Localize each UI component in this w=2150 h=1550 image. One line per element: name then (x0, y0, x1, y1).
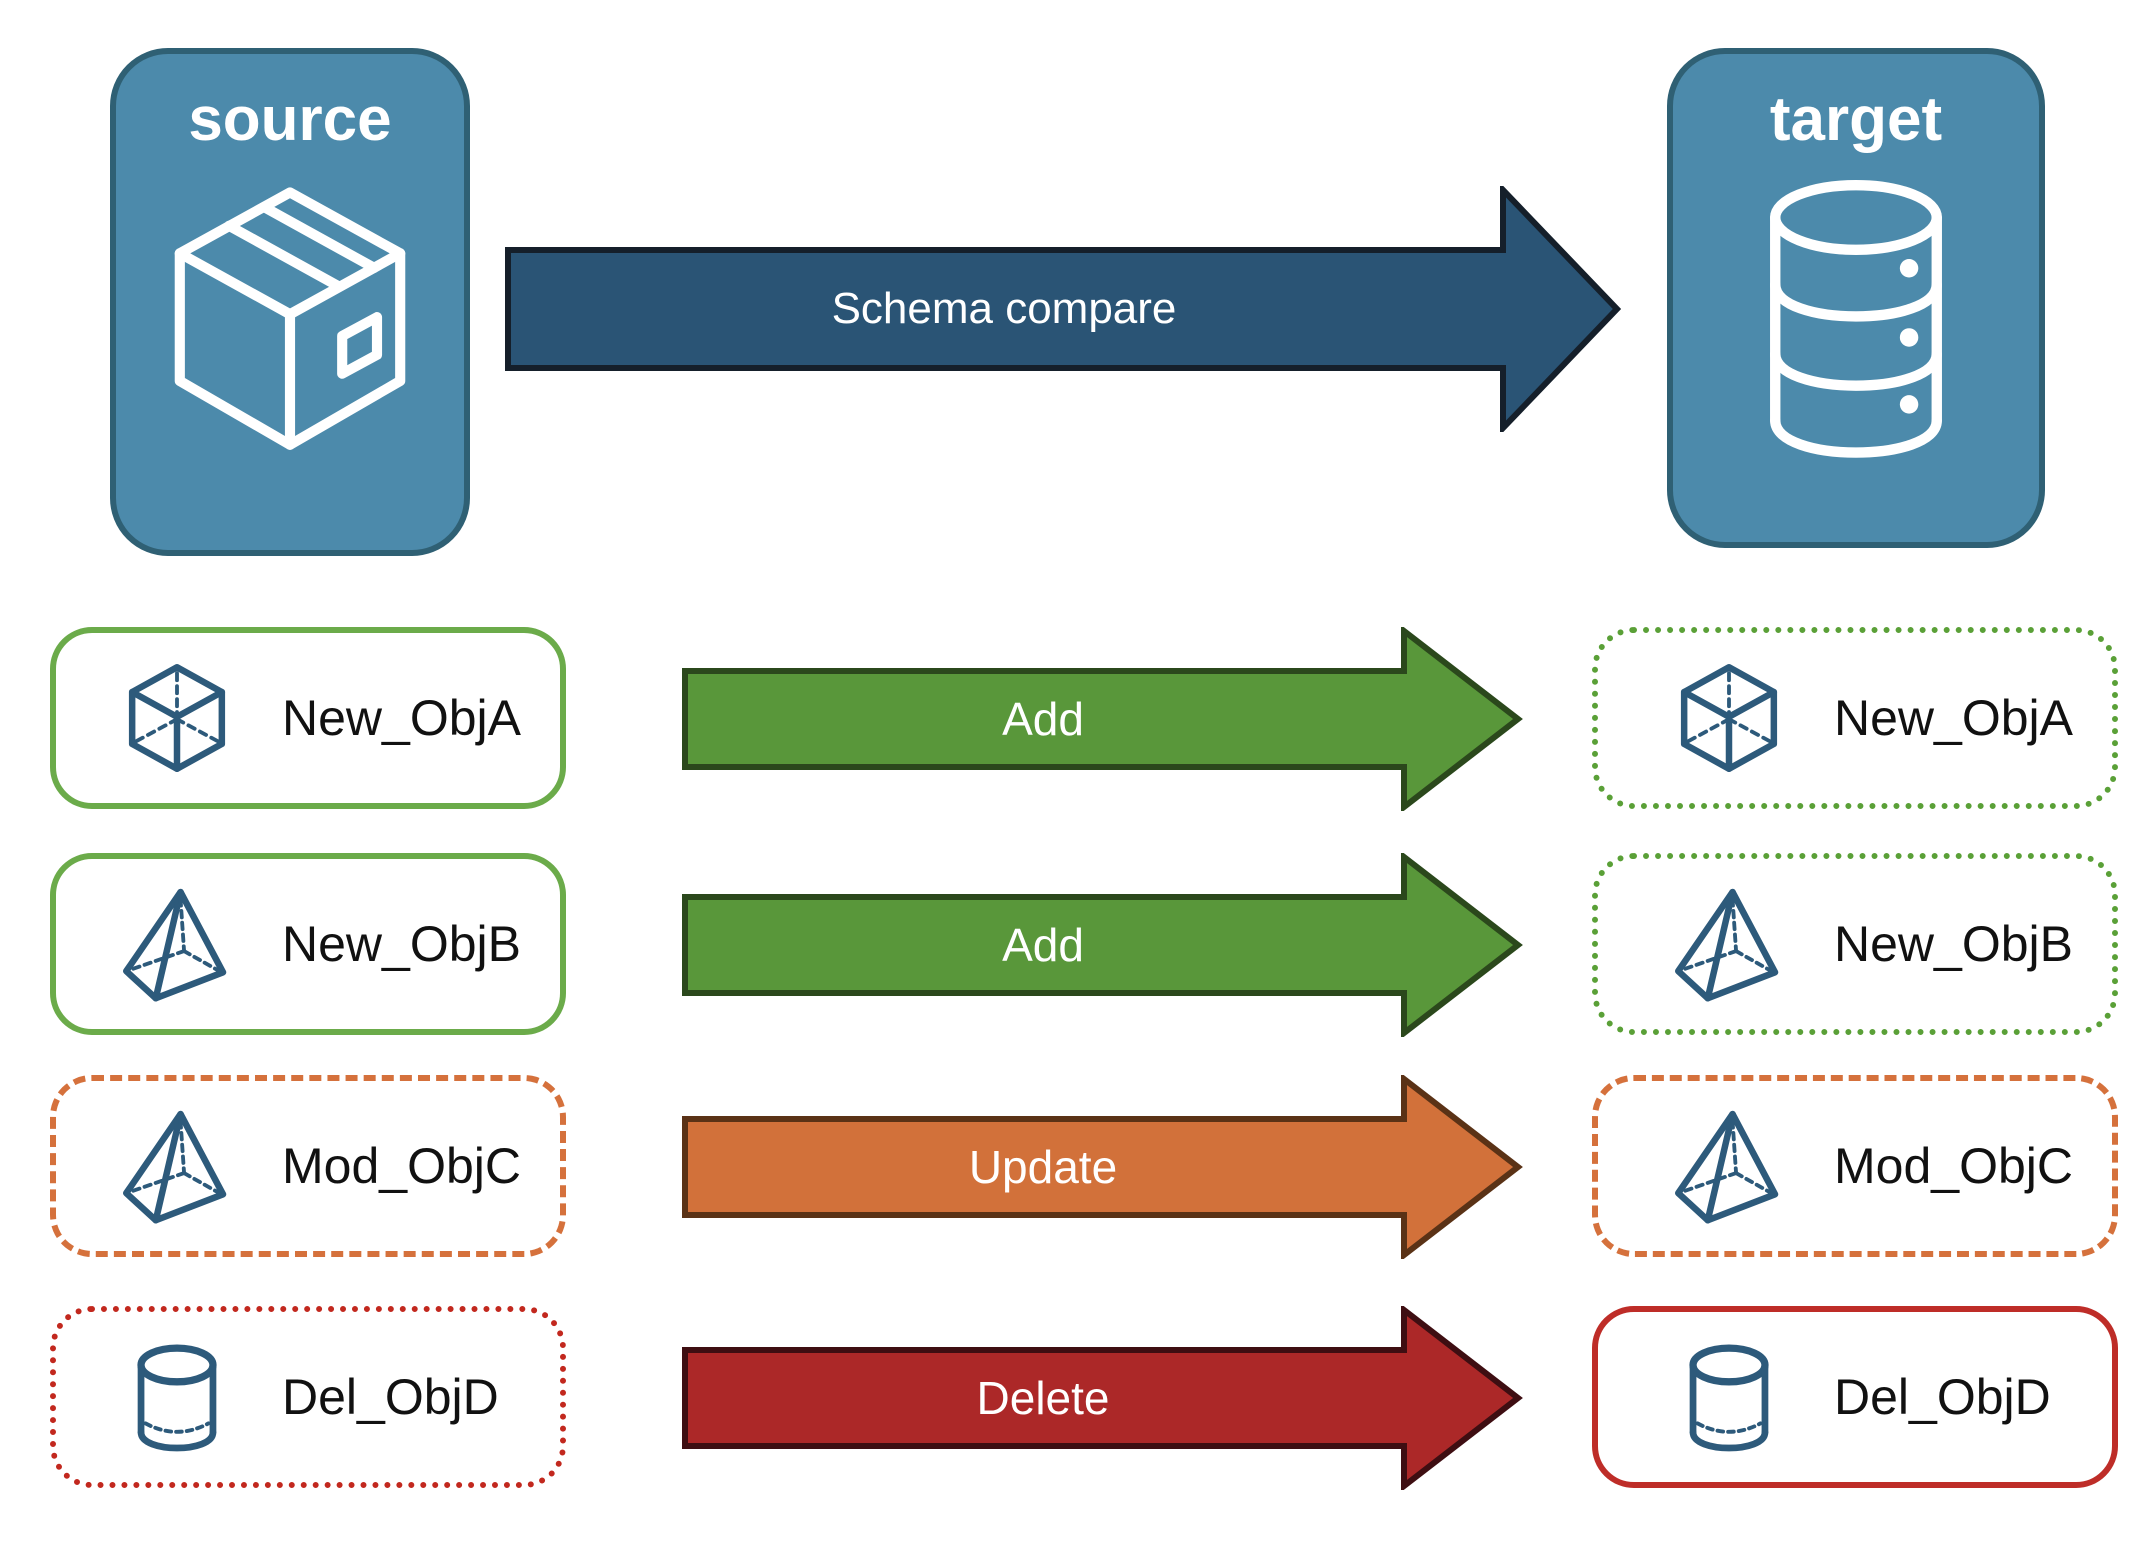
schema-compare-label: Schema compare (831, 284, 1177, 333)
row-mod-objc: Mod_ObjC Update Mod_ObjC (0, 1075, 2150, 1259)
database-icon (1740, 169, 1972, 469)
object-name: Mod_ObjC (1834, 1138, 2073, 1194)
action-label: Add (1002, 693, 1084, 745)
row-new-obja: New_ObjA Add New_ObjA (0, 627, 2150, 811)
target-panel: target (1667, 48, 2045, 548)
delete-arrow: Delete (682, 1306, 1524, 1490)
target-card-del-objd: Del_ObjD (1592, 1306, 2118, 1488)
add-arrow: Add (682, 627, 1524, 811)
update-arrow: Update (682, 1075, 1524, 1259)
cylinder-icon (1670, 1338, 1788, 1456)
row-new-objb: New_ObjB Add New_ObjB (0, 853, 2150, 1037)
cube-icon (118, 659, 236, 777)
package-icon (145, 169, 435, 474)
target-card-new-obja: New_ObjA (1592, 627, 2118, 809)
pyramid-icon (118, 1107, 236, 1225)
pyramid-icon (1670, 1107, 1788, 1225)
schema-compare-arrow-shape (505, 186, 1621, 432)
target-panel-title: target (1769, 85, 1943, 154)
source-panel: source (110, 48, 470, 556)
source-card-del-objd: Del_ObjD (50, 1306, 566, 1488)
add-arrow-shape (682, 853, 1523, 1037)
object-name: New_ObjB (282, 916, 521, 972)
source-panel-title: source (188, 85, 392, 154)
object-name: Del_ObjD (282, 1369, 499, 1425)
action-label: Delete (976, 1372, 1110, 1424)
source-card-new-objb: New_ObjB (50, 853, 566, 1035)
object-name: Del_ObjD (1834, 1369, 2051, 1425)
target-card-new-objb: New_ObjB (1592, 853, 2118, 1035)
add-arrow-shape (682, 627, 1523, 811)
pyramid-icon (1670, 885, 1788, 1003)
delete-arrow-shape (682, 1306, 1523, 1490)
update-arrow-shape (682, 1075, 1523, 1259)
source-card-mod-objc: Mod_ObjC (50, 1075, 566, 1257)
object-name: New_ObjA (1834, 690, 2073, 746)
cube-icon (1670, 659, 1788, 777)
schema-compare-arrow: Schema compare (505, 186, 1621, 432)
object-name: New_ObjA (282, 690, 521, 746)
add-arrow: Add (682, 853, 1524, 1037)
object-name: New_ObjB (1834, 916, 2073, 972)
action-label: Add (1002, 919, 1084, 971)
source-card-new-obja: New_ObjA (50, 627, 566, 809)
target-card-mod-objc: Mod_ObjC (1592, 1075, 2118, 1257)
pyramid-icon (118, 885, 236, 1003)
action-label: Update (968, 1141, 1118, 1193)
object-name: Mod_ObjC (282, 1138, 521, 1194)
row-del-objd: Del_ObjD Delete Del_ObjD (0, 1306, 2150, 1490)
cylinder-icon (118, 1338, 236, 1456)
